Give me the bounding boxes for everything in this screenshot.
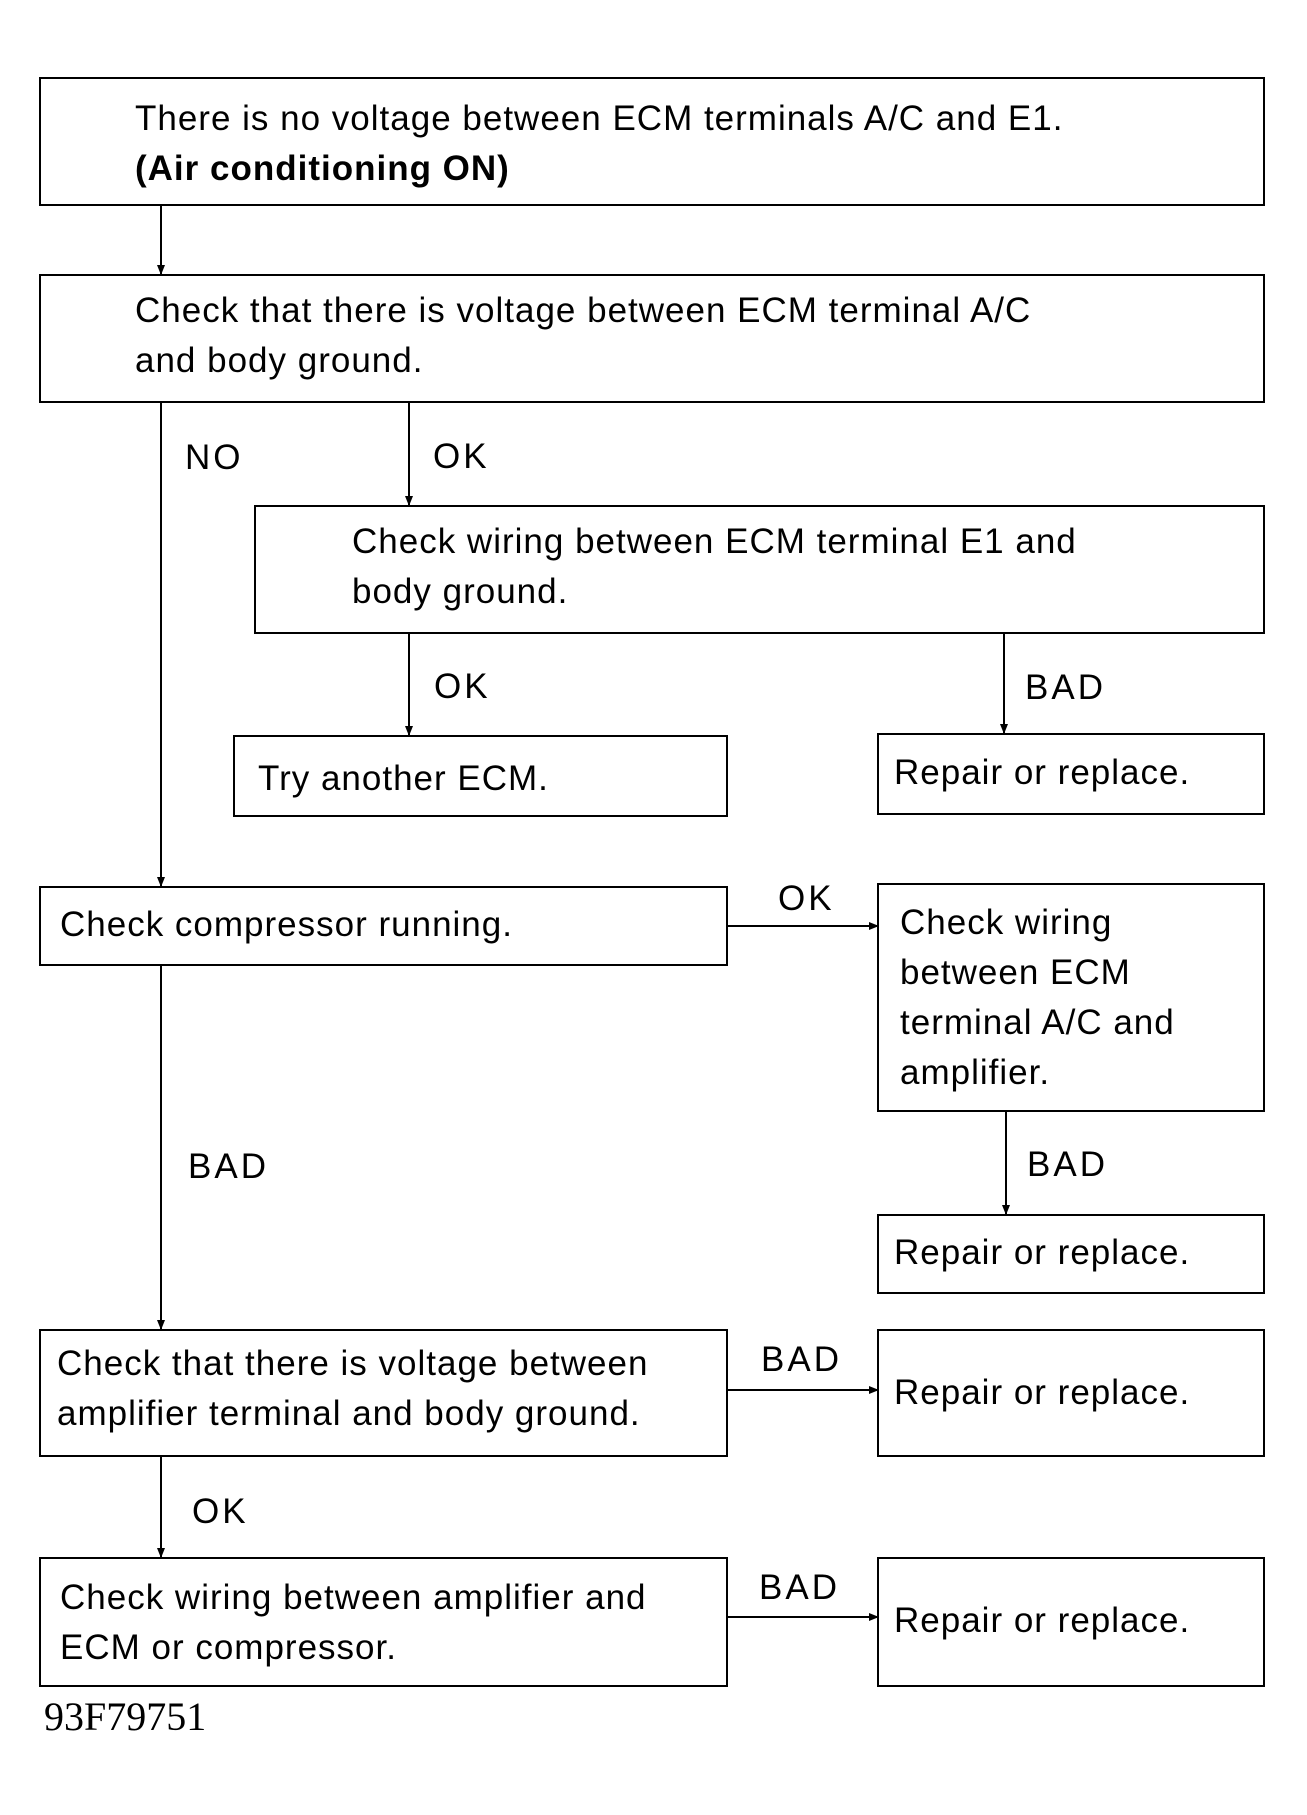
check-voltage-ac-box xyxy=(39,274,1265,403)
edge-label-ok: OK xyxy=(778,879,835,918)
edge-label-ok: OK xyxy=(434,667,491,706)
check-amp-voltage-box xyxy=(39,1329,728,1457)
repair-text-3: Repair or replace. xyxy=(894,1373,1191,1412)
repair-box-3 xyxy=(877,1329,1265,1457)
edge-label-ok: OK xyxy=(192,1492,249,1531)
repair-box-4 xyxy=(877,1557,1265,1687)
repair-text-2: Repair or replace. xyxy=(894,1233,1191,1272)
start-box xyxy=(39,77,1265,206)
edge-label-bad: BAD xyxy=(1025,668,1106,707)
start-text: There is no voltage between ECM terminal… xyxy=(135,99,1064,138)
check-wiring-ac-amp-text: Check wiring between ECM terminal A/C an… xyxy=(900,903,1175,1092)
repair-text-4: Repair or replace. xyxy=(894,1601,1191,1640)
edge-label-ok: OK xyxy=(433,437,490,476)
start-condition-text: (Air conditioning ON) xyxy=(135,149,510,188)
check-compressor-box xyxy=(39,886,728,966)
check-wiring-ac-amp-box xyxy=(877,883,1265,1112)
check-wiring-amp-ecm-box xyxy=(39,1557,728,1687)
try-another-ecm-box xyxy=(233,735,728,817)
edge-label-bad: BAD xyxy=(759,1568,840,1607)
check-voltage-ac-text: Check that there is voltage between ECM … xyxy=(135,291,1032,380)
try-another-ecm-text: Try another ECM. xyxy=(258,759,549,798)
edge-label-bad: BAD xyxy=(761,1340,842,1379)
check-wiring-e1-box xyxy=(254,505,1265,634)
edge-label-no: NO xyxy=(185,438,244,477)
repair-box-1 xyxy=(877,733,1265,815)
check-wiring-e1-text: Check wiring between ECM terminal E1 and… xyxy=(352,522,1077,611)
edge-label-bad: BAD xyxy=(1027,1145,1108,1184)
repair-box-2 xyxy=(877,1214,1265,1294)
check-amp-voltage-text: Check that there is voltage between ampl… xyxy=(57,1344,649,1433)
check-compressor-text: Check compressor running. xyxy=(60,905,513,944)
check-wiring-amp-ecm-text: Check wiring between amplifier and ECM o… xyxy=(60,1578,647,1667)
figure-code: 93F79751 xyxy=(44,1694,207,1739)
edge-label-bad: BAD xyxy=(188,1147,269,1186)
repair-text-1: Repair or replace. xyxy=(894,753,1191,792)
